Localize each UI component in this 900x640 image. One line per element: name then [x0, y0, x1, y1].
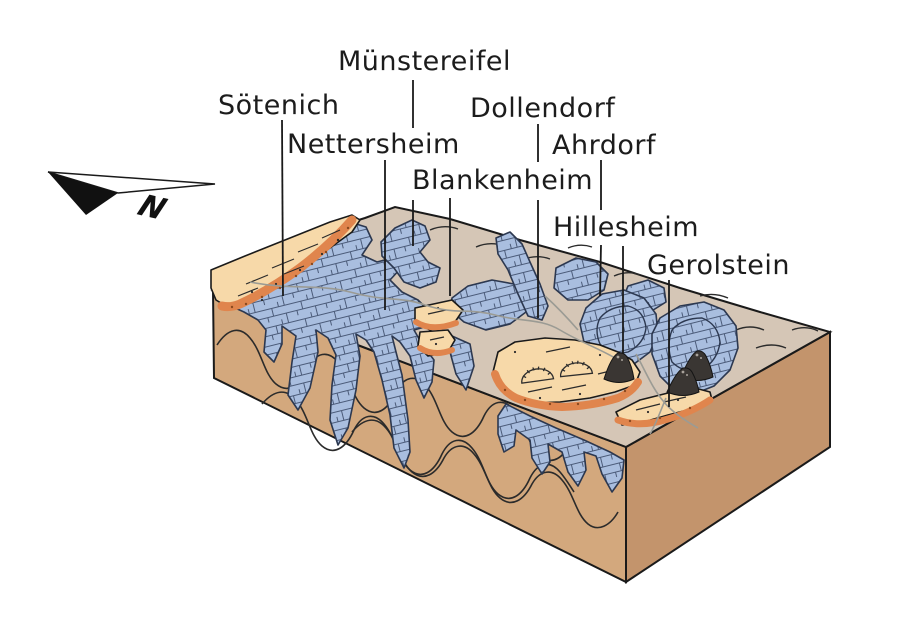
- label-soetenich: Sötenich: [218, 90, 340, 121]
- north-arrow: N: [47, 171, 216, 227]
- rim-dots: [230, 226, 692, 423]
- label-muenstereifel: Münstereifel: [338, 46, 512, 77]
- limestone-face-tongues: [497, 403, 625, 493]
- syncline-inner-rings: [596, 305, 721, 372]
- north-label: N: [133, 189, 171, 227]
- leader-lines: [281, 80, 670, 407]
- label-gerolstein: Gerolstein: [647, 250, 790, 281]
- limestone-dollendorf-band: [495, 231, 549, 321]
- soetenich-leader: [281, 119, 284, 297]
- limestone-muenstereifel-band: [380, 219, 441, 289]
- limestone-gerolstein-syncline: [651, 301, 739, 395]
- label-blankenheim: Blankenheim: [412, 165, 594, 196]
- volcano-cones: [603, 350, 714, 396]
- limestone-ahrdorf-patch: [553, 257, 609, 301]
- rivers: [249, 281, 699, 435]
- plateau-dots: [250, 238, 680, 414]
- ahrdorf-leader-b: [599, 244, 602, 297]
- plateau-texture: [237, 229, 687, 411]
- volcano-crater-dots: [616, 353, 702, 376]
- surface-bedding-dashes: [339, 226, 819, 349]
- label-dollendorf: Dollendorf: [470, 93, 616, 124]
- label-nettersheim: Nettersheim: [287, 129, 460, 160]
- volcano-gerolstein-2: [666, 367, 700, 396]
- north-arrow-head: [48, 172, 118, 215]
- label-ahrdorf: Ahrdorf: [552, 130, 656, 161]
- volcano-hillesheim: [603, 352, 635, 383]
- label-hillesheim: Hillesheim: [553, 212, 700, 243]
